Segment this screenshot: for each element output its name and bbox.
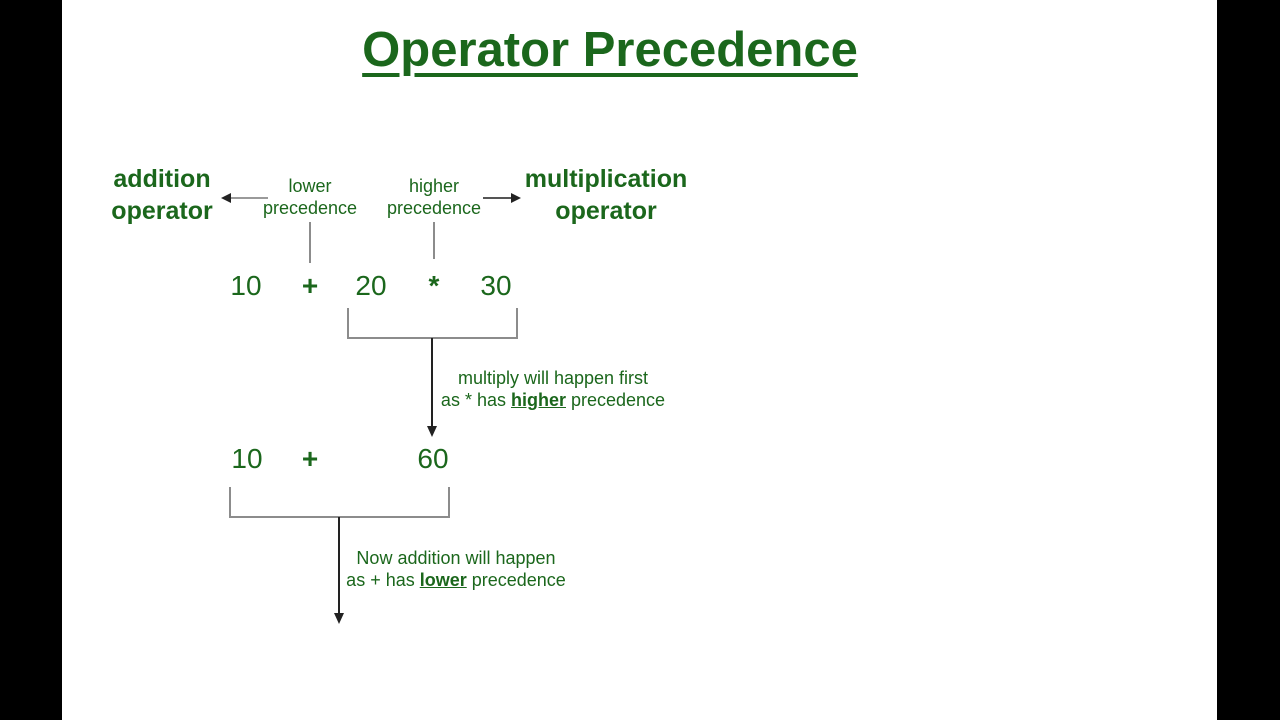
expr2-plus-operator: + xyxy=(301,443,319,474)
lower-emphasis: lower xyxy=(419,569,467,590)
multiplication-operator-label: multiplication operator xyxy=(525,163,688,227)
higher-precedence-line1: higher xyxy=(408,176,460,196)
annotation1-line2: as * has higher precedence xyxy=(440,389,666,410)
higher-precedence-line2: precedence xyxy=(386,197,482,218)
expr1-star-operator: * xyxy=(428,270,440,301)
expr1-operand-10: 10 xyxy=(230,270,262,301)
annotation-addition-next: Now addition will happen as + has lower … xyxy=(346,548,566,592)
expr2-result-60: 60 xyxy=(417,443,449,474)
addition-operator-line1: addition xyxy=(113,165,211,193)
expr1-operand-30: 30 xyxy=(480,270,512,301)
annotation2-line1: Now addition will happen xyxy=(356,548,556,568)
addition-operator-line2: operator xyxy=(111,197,213,225)
left-black-bar xyxy=(0,0,62,720)
expr1-plus-operator: + xyxy=(301,270,319,301)
annotation1-line1: multiply will happen first xyxy=(457,368,649,388)
annotation2-line2: as + has lower precedence xyxy=(346,569,566,590)
annotation-multiply-first: multiply will happen first as * has high… xyxy=(441,368,665,412)
expr2-operand-10: 10 xyxy=(231,443,263,474)
higher-precedence-label: higher precedence xyxy=(387,176,481,219)
higher-emphasis: higher xyxy=(510,389,566,410)
lower-precedence-line2: precedence xyxy=(262,197,358,218)
page-title: Operator Precedence xyxy=(362,23,858,77)
higher-precedence-pointer-line xyxy=(433,222,435,259)
multiplication-operator-line2: operator xyxy=(555,197,657,225)
lower-precedence-label: lower precedence xyxy=(263,176,357,219)
multiplication-operator-line1: multiplication xyxy=(524,165,688,193)
addition-operator-label: addition operator xyxy=(111,163,212,227)
right-black-bar xyxy=(1217,0,1280,720)
lower-precedence-pointer-line xyxy=(309,222,311,263)
lower-precedence-line1: lower xyxy=(288,176,332,196)
expr1-operand-20: 20 xyxy=(355,270,387,301)
